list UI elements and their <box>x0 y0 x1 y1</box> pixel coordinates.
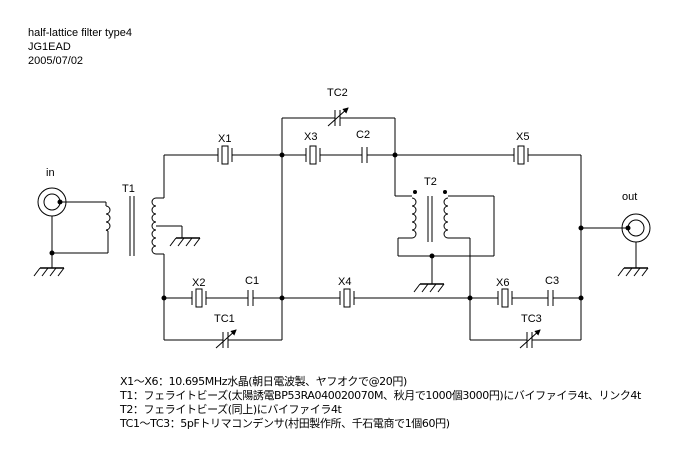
trimmer-tc1-icon <box>215 329 237 349</box>
author-callsign: JG1EAD <box>28 41 71 53</box>
note-crystals: X1～X6：10.695MHz水晶(朝日電波製、ヤフオクで@20円) <box>120 375 407 388</box>
ground-in-icon <box>33 267 65 277</box>
label-t2: T2 <box>424 176 437 188</box>
transformer-t2-icon <box>411 190 449 242</box>
crystal-x2-icon <box>191 288 207 308</box>
label-x3: X3 <box>304 131 317 143</box>
crystal-x4-icon <box>339 288 355 308</box>
ground-t2-icon <box>413 283 445 293</box>
label-c2: C2 <box>356 129 370 141</box>
label-in: in <box>46 167 55 179</box>
crystal-x1-icon <box>217 145 233 165</box>
transformer-t1-icon <box>105 196 157 256</box>
label-c3: C3 <box>545 275 559 287</box>
label-x4: X4 <box>338 276 351 288</box>
note-t2: T2：フェライトビーズ(同上)にバイファイラ4t <box>120 403 342 416</box>
label-out: out <box>622 191 637 203</box>
label-c1: C1 <box>245 275 259 287</box>
trimmer-tc3-icon <box>519 329 541 349</box>
note-t1: T1：フェライトビーズ(太陽誘電BP53RA040020070M、秋月で1000… <box>120 389 641 402</box>
trimmer-tc2-icon <box>327 107 349 127</box>
capacitor-c2-icon <box>361 147 368 163</box>
note-trimmers: TC1～TC3：5pFトリマコンデンサ(村田製作所、千石電商で1個60円) <box>120 417 450 430</box>
label-tc2: TC2 <box>327 87 348 99</box>
label-x6: X6 <box>496 277 509 289</box>
crystal-x6-icon <box>497 288 513 308</box>
ground-t1-icon <box>169 237 201 247</box>
crystal-x3-icon <box>305 145 321 165</box>
label-tc3: TC3 <box>521 313 542 325</box>
label-x1: X1 <box>218 133 231 145</box>
label-tc1: TC1 <box>214 313 235 325</box>
capacitor-c3-icon <box>547 290 554 306</box>
ground-out-icon <box>617 267 649 277</box>
diagram-date: 2005/07/02 <box>28 55 84 67</box>
label-t1: T1 <box>122 183 135 195</box>
label-x5: X5 <box>516 131 529 143</box>
capacitor-c1-icon <box>247 290 254 306</box>
input-connector-icon <box>37 187 67 217</box>
diagram-title: half-lattice filter type4 <box>28 27 132 39</box>
crystal-x5-icon <box>513 145 529 165</box>
label-x2: X2 <box>192 277 205 289</box>
output-connector-icon <box>621 213 651 243</box>
